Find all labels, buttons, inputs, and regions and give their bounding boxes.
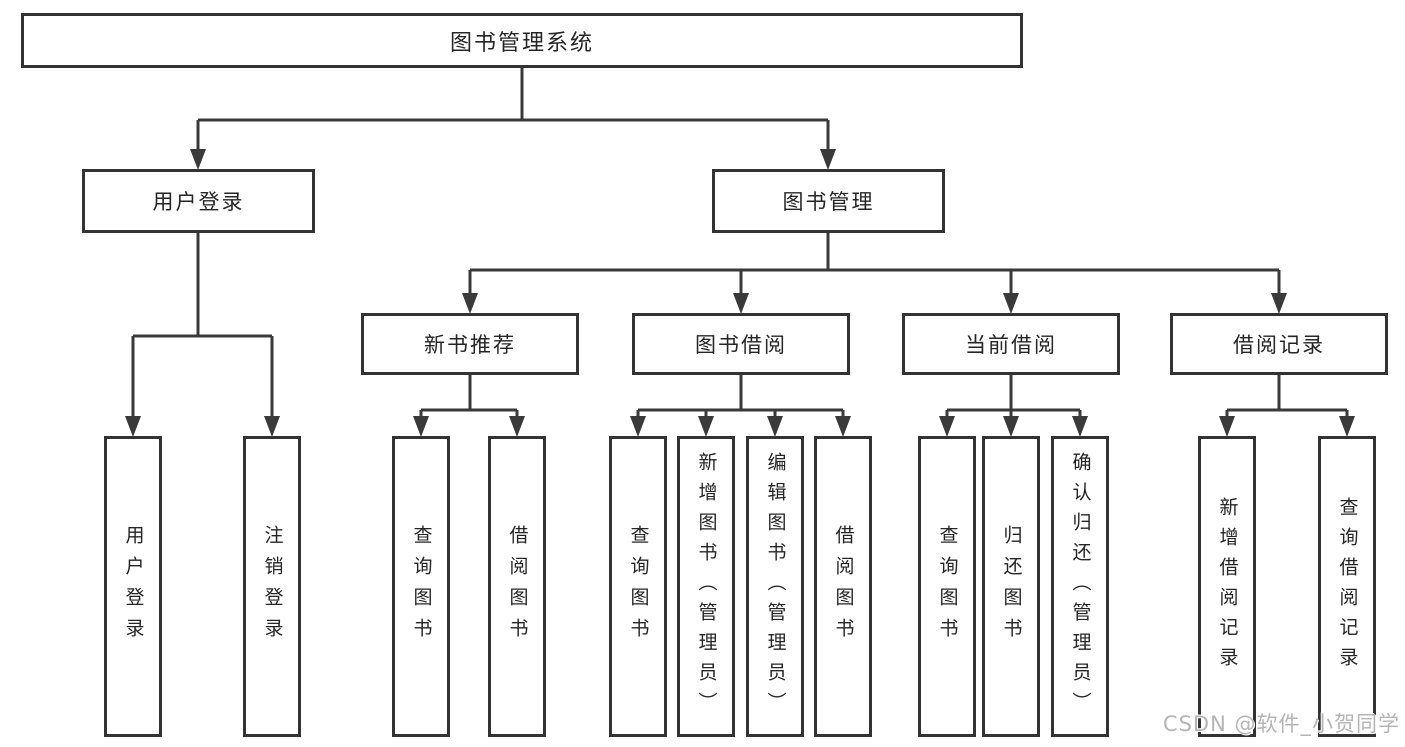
connector-book-borrow-to-leaves: [636, 375, 845, 418]
node-book-borrow: 图书借阅: [632, 313, 850, 375]
watermark: CSDN @软件_小贺同学: [1162, 712, 1400, 736]
arrowhead: [509, 416, 525, 437]
leaf-query-book-borrow: 查询图书: [609, 436, 667, 737]
leaf-query-book-recommend: 查询图书: [392, 436, 450, 737]
leaf-query-book-current: 查询图书: [918, 436, 976, 737]
connector-book-management-to-level3: [468, 233, 1281, 295]
leaf-edit-book-admin: 编辑图书（管理员）: [746, 436, 804, 737]
arrowhead: [820, 149, 836, 170]
arrowhead: [190, 149, 206, 170]
arrowhead: [835, 416, 851, 437]
leaf-logout: 注销登录: [243, 436, 301, 737]
connector-new-book-to-leaves: [419, 375, 519, 418]
arrowhead: [733, 293, 749, 314]
arrowhead: [767, 416, 783, 437]
arrowhead: [125, 416, 141, 437]
node-user-login: 用户登录: [82, 169, 315, 233]
arrowheads: [125, 149, 1355, 437]
leaf-add-borrow-record: 新增借阅记录: [1198, 436, 1256, 737]
leaf-confirm-return-admin: 确认归还（管理员）: [1051, 436, 1109, 737]
arrowhead: [1003, 416, 1019, 437]
arrowhead: [698, 416, 714, 437]
arrowhead: [264, 416, 280, 437]
arrowhead: [1072, 416, 1088, 437]
leaf-return-book: 归还图书: [982, 436, 1040, 737]
leaf-borrow-book: 借阅图书: [814, 436, 872, 737]
node-borrow-record: 借阅记录: [1170, 313, 1388, 375]
arrowhead: [413, 416, 429, 437]
node-new-book-recommend: 新书推荐: [361, 313, 579, 375]
node-library-management-system: 图书管理系统: [21, 13, 1023, 68]
leaf-borrow-book-recommend: 借阅图书: [488, 436, 546, 737]
arrowhead: [1339, 416, 1355, 437]
leaf-user-login: 用户登录: [104, 436, 162, 737]
leaf-query-borrow-record: 查询借阅记录: [1318, 436, 1376, 737]
connector-borrow-record-to-leaves: [1225, 375, 1349, 418]
arrowhead: [1271, 293, 1287, 314]
arrowhead: [1003, 293, 1019, 314]
leaf-add-book-admin: 新增图书（管理员）: [677, 436, 735, 737]
arrowhead: [1219, 416, 1235, 437]
connector-root-to-level2: [196, 68, 830, 152]
arrowhead: [939, 416, 955, 437]
arrowhead: [462, 293, 478, 314]
node-book-management: 图书管理: [712, 169, 945, 233]
node-current-borrow: 当前借阅: [902, 313, 1120, 375]
connector-current-borrow-to-leaves: [945, 375, 1082, 418]
connector-user-login-to-leaves: [131, 233, 274, 418]
arrowhead: [630, 416, 646, 437]
